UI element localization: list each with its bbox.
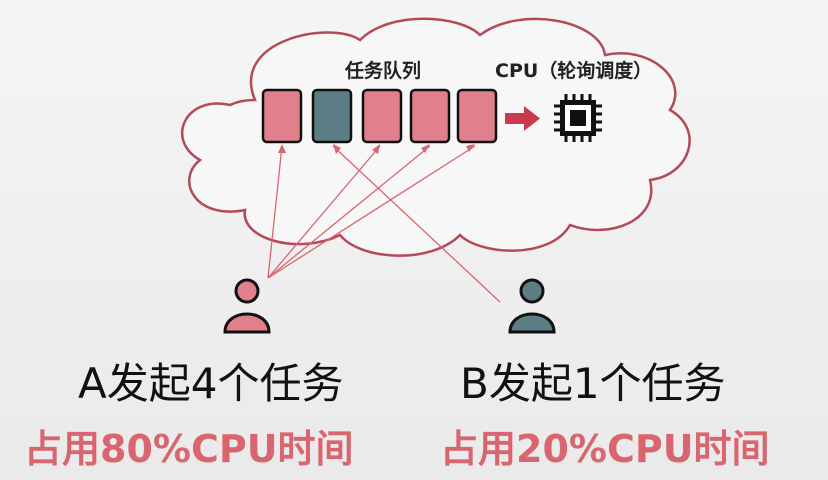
queue-to-cpu-arrow — [505, 106, 540, 131]
link-line — [267, 145, 381, 279]
cpu-label: CPU（轮询调度） — [495, 60, 653, 82]
user-b-title: B发起1个任务 — [460, 359, 726, 408]
user-a-arrowheads — [278, 144, 475, 154]
person-icon — [508, 278, 556, 334]
link-line — [267, 145, 476, 279]
link-line — [267, 145, 283, 279]
person-icon — [223, 278, 271, 334]
task-box — [261, 88, 303, 144]
user-a-usage: 占用80%CPU时间 — [24, 427, 354, 471]
task-box — [456, 88, 498, 144]
task-box — [409, 88, 451, 144]
link-line — [267, 145, 431, 279]
cpu-chip-icon — [554, 94, 602, 142]
user-a-title: A发起4个任务 — [78, 359, 344, 408]
user-b-task-link — [332, 144, 501, 303]
queue-label: 任务队列 — [345, 60, 422, 82]
user-a-task-links — [267, 145, 476, 279]
task-box — [361, 88, 403, 144]
task-box — [311, 88, 353, 144]
user-b-usage: 占用20%CPU时间 — [440, 427, 770, 471]
